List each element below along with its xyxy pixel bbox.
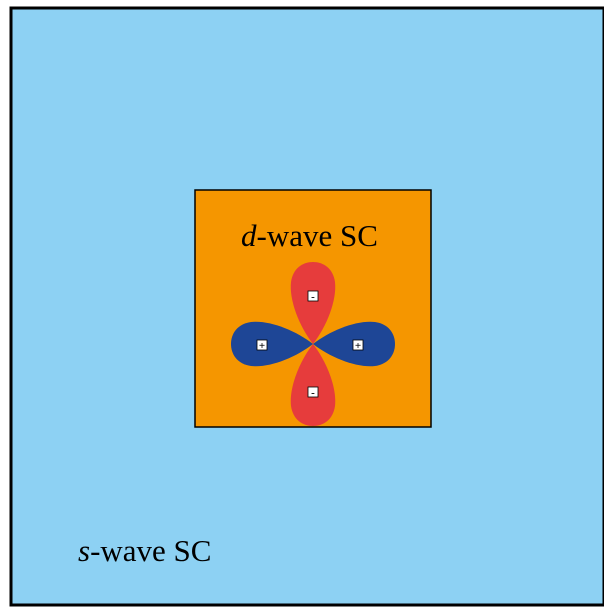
s-wave-label-italic: s [78, 533, 90, 568]
s-wave-label: s-wave SC [78, 533, 211, 568]
top-lobe-sign: - [307, 290, 319, 303]
left-lobe-sign-text: + [259, 340, 265, 352]
right-lobe-sign: + [352, 339, 364, 352]
top-lobe-sign-text: - [311, 291, 315, 303]
d-wave-label-rest: -wave SC [257, 218, 378, 253]
left-lobe [231, 321, 313, 367]
bottom-lobe-sign: - [307, 386, 319, 399]
bottom-lobe-sign-text: - [311, 387, 315, 399]
d-wave-label-italic: d [241, 218, 257, 253]
bottom-lobe [290, 344, 336, 426]
d-wave-orbital: - - + + [231, 262, 395, 426]
d-wave-label: d-wave SC [241, 218, 378, 253]
top-lobe [290, 262, 336, 344]
right-lobe-sign-text: + [355, 340, 361, 352]
left-lobe-sign: + [256, 339, 268, 352]
s-wave-label-rest: -wave SC [90, 533, 211, 568]
